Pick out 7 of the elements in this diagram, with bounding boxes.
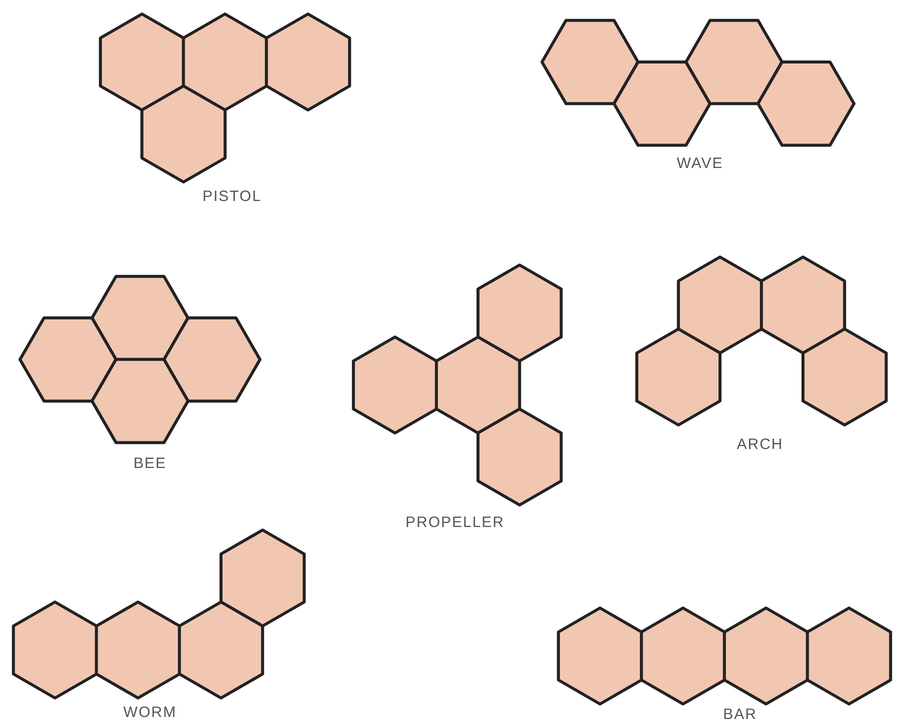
shape-name: BAR (723, 706, 757, 724)
shape-name: PISTOL (202, 188, 262, 206)
shape-name: ARCH (736, 436, 784, 454)
shape-name: BEE (134, 455, 166, 473)
shape-name: PROPELLER (405, 514, 505, 532)
shape-name: WAVE (676, 155, 724, 173)
shape-name: WORM (123, 704, 177, 722)
